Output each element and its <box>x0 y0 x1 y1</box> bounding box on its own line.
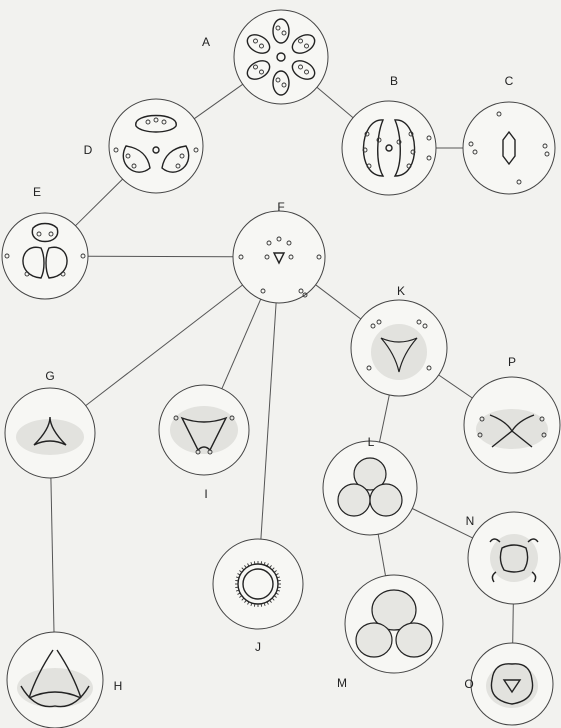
node-D: D <box>84 98 204 194</box>
node-P-sketch <box>476 409 548 449</box>
node-I-sketch <box>170 406 238 455</box>
edge-K-L <box>379 394 390 443</box>
node-O-sketch <box>486 663 538 708</box>
node-L-sketch <box>337 457 403 517</box>
node-M: M <box>337 574 444 690</box>
node-K-label: K <box>397 284 405 298</box>
node-G-sketch <box>16 416 84 455</box>
node-G-label: G <box>45 369 54 383</box>
node-A-sketch <box>246 18 316 96</box>
edge-F-J <box>260 302 277 540</box>
node-C-circle <box>462 101 556 195</box>
node-layer: A B C D E F G H I J K L M N O P <box>1 9 561 728</box>
edge-L-M <box>377 534 386 576</box>
node-M-label: M <box>337 676 347 690</box>
node-N: N <box>466 511 561 605</box>
node-D-circle <box>108 98 204 194</box>
node-E-label: E <box>33 185 41 199</box>
node-N-sketch <box>489 534 539 583</box>
node-B-label: B <box>390 74 398 88</box>
edge-E-F <box>87 255 234 258</box>
node-O: O <box>464 642 554 726</box>
node-O-label: O <box>464 677 473 691</box>
edge-F-G <box>85 284 243 406</box>
node-H: H <box>6 631 123 728</box>
node-F-label: F <box>277 200 284 214</box>
node-P-label: P <box>508 355 516 369</box>
edge-A-B <box>316 86 354 119</box>
node-A-label: A <box>202 35 210 49</box>
node-J: J <box>212 538 304 654</box>
node-I: I <box>158 384 250 501</box>
node-M-sketch <box>355 589 433 658</box>
node-G: G <box>4 369 96 479</box>
edge-G-H <box>50 477 55 633</box>
node-B-circle <box>341 100 437 196</box>
edge-A-D <box>194 83 243 120</box>
node-P: P <box>463 355 561 474</box>
node-L-label: L <box>368 435 375 449</box>
edge-layer <box>50 83 514 644</box>
node-L: L <box>322 435 418 536</box>
node-B-sketch <box>362 119 432 177</box>
node-C-sketch <box>468 111 550 185</box>
edge-F-I <box>221 299 262 389</box>
node-C: C <box>462 74 556 195</box>
node-C-label: C <box>505 74 514 88</box>
node-D-label: D <box>84 143 93 157</box>
node-E-sketch <box>4 222 86 279</box>
edge-L-N <box>412 508 473 539</box>
edge-N-O <box>512 603 514 644</box>
node-I-label: I <box>204 487 207 501</box>
node-A: A <box>202 9 329 105</box>
edge-F-K <box>315 284 362 320</box>
node-N-label: N <box>466 514 475 528</box>
node-J-circle <box>212 538 304 630</box>
node-D-sketch <box>113 114 199 173</box>
node-F-circle <box>232 210 326 304</box>
edge-K-P <box>438 374 473 399</box>
node-E: E <box>1 185 89 300</box>
node-F-sketch <box>238 236 322 298</box>
node-K-sketch <box>366 319 432 380</box>
node-A-circle <box>233 9 329 105</box>
node-F: F <box>232 200 326 304</box>
edge-D-E <box>75 178 123 227</box>
node-J-sketch <box>235 561 281 607</box>
node-H-sketch <box>17 649 93 708</box>
node-E-circle <box>1 212 89 300</box>
node-J-label: J <box>255 640 261 654</box>
node-K: K <box>350 284 448 397</box>
node-B: B <box>341 74 437 196</box>
node-H-label: H <box>114 679 123 693</box>
